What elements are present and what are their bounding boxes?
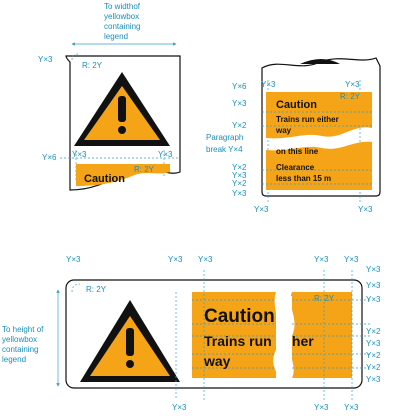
line-3: on this line (276, 147, 319, 156)
exclamation-dot-icon (126, 360, 134, 368)
bottom-left-margin-label: Y×3 (72, 150, 87, 159)
triangle-edge-fragment (300, 59, 340, 64)
paragraph-note-line-1: Paragraph (206, 133, 243, 142)
right-label-5: Y×3 (366, 339, 381, 348)
top-label-4: Y×3 (314, 255, 329, 264)
corner-radius-guide (71, 53, 79, 61)
exclamation-bar-icon (126, 328, 134, 356)
bottom-label-2: Y×3 (314, 403, 329, 412)
height-note-line-4: legend (2, 355, 26, 364)
legend-box (76, 164, 170, 186)
top-margin-right-label: Y×3 (345, 80, 360, 89)
right-label-4: Y×2 (366, 327, 381, 336)
lower-label-1: Y×2 (232, 163, 247, 172)
lower-label-3: Y×2 (232, 179, 247, 188)
side-margin-label: Y×6 (42, 153, 57, 162)
right-label-3: Y×3 (366, 295, 381, 304)
title: Caution (276, 99, 317, 111)
top-margin-left-label: Y×3 (261, 80, 276, 89)
left-margin-label: Y×3 (38, 55, 53, 64)
bottom-left-label: Y×3 (254, 205, 269, 214)
line-4: Clearance (276, 163, 315, 172)
corner-radius-label: R: 2Y (82, 61, 103, 70)
height-note-line-2: yellowbox (2, 335, 37, 344)
legend-box-left (192, 292, 280, 378)
width-note-line-1: To widthof (104, 2, 141, 11)
lower-label-4: Y×3 (232, 189, 247, 198)
legend-fragment: Caution (84, 173, 125, 185)
text-break-gap (276, 296, 292, 382)
side-label-1: Y×6 (232, 82, 247, 91)
box-radius-label: R: 2Y (134, 165, 155, 174)
bottom-label-1: Y×3 (172, 403, 187, 412)
bottom-label-3: Y×3 (344, 403, 359, 412)
width-note-line-4: legend (104, 32, 128, 41)
top-label-5: Y×3 (344, 255, 359, 264)
right-label-8: Y×3 (366, 375, 381, 384)
legend-box-upper (266, 92, 372, 139)
top-label-3: Y×3 (198, 255, 213, 264)
side-label-2: Y×3 (232, 99, 247, 108)
top-label-1: Y×3 (66, 255, 81, 264)
box-radius-label: R: 2Y (340, 92, 361, 101)
line-1: Trains run either (276, 115, 339, 124)
corner-radius-guide (71, 283, 81, 293)
title: Caution (204, 306, 275, 327)
width-note-line-2: yellowbox (104, 12, 139, 21)
paragraph-note-line-2: break Y×4 (206, 145, 243, 154)
bottom-sign: Y×3 Y×3 Y×3 Y×3 Y×3 R: 2Y To height of y… (2, 255, 381, 412)
width-note-line-3: containing (104, 22, 140, 31)
right-label-7: Y×2 (366, 363, 381, 372)
top-right-sign: Y×3 Y×3 Y×6 Y×3 Y×2 R: 2Y Caution Trains… (206, 57, 381, 214)
right-label-6: Y×2 (366, 351, 381, 360)
line-2: way (275, 126, 292, 135)
line-1: Trains run either (204, 333, 314, 349)
line-5: less than 15 m (276, 174, 331, 183)
top-label-2: Y×3 (168, 255, 183, 264)
exclamation-dot-icon (118, 126, 126, 134)
legend-box-right (290, 292, 352, 378)
line-2: way (203, 353, 231, 369)
right-label-1: Y×3 (366, 265, 381, 274)
corner-radius-label: R: 2Y (86, 285, 107, 294)
right-label-2: Y×3 (366, 281, 381, 290)
legend-box-lower (266, 141, 372, 190)
height-note-line-3: containing (2, 345, 38, 354)
side-label-3: Y×2 (232, 121, 247, 130)
bottom-right-label: Y×3 (358, 205, 373, 214)
height-note-line-1: To height of (2, 325, 44, 334)
top-left-sign: To widthof yellowbox containing legend Y… (38, 2, 181, 191)
exclamation-bar-icon (118, 96, 126, 122)
lower-label-2: Y×3 (232, 171, 247, 180)
bottom-right-margin-label: Y×3 (158, 150, 173, 159)
